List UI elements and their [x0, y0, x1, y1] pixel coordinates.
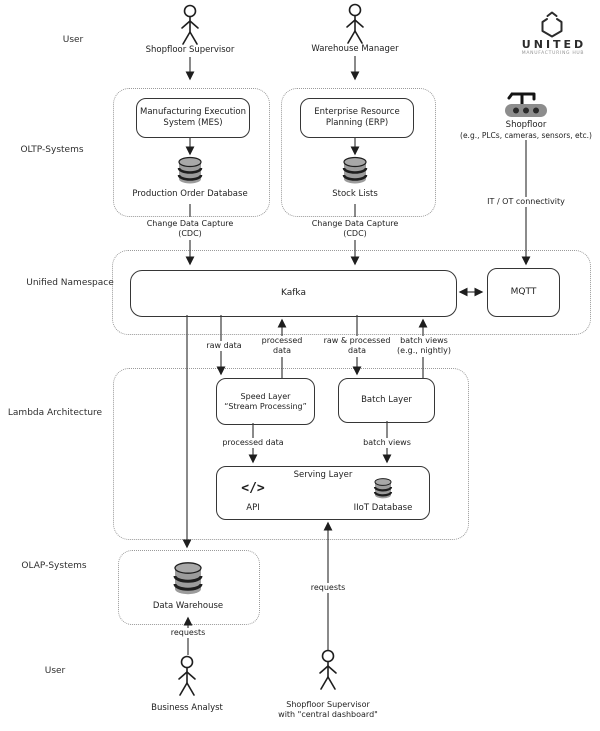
shopfloor-title: Shopfloor	[505, 120, 547, 130]
business-analyst-figure	[178, 655, 196, 696]
unified-namespace-group	[112, 250, 591, 335]
batch-views-line2: (e.g., nightly)	[397, 346, 451, 356]
speed-layer-line2: “Stream Processing”	[224, 401, 307, 411]
kafka-node: Kafka	[130, 270, 457, 317]
raw-data-label: raw data	[203, 341, 245, 352]
api-label: API	[246, 503, 260, 513]
olap-group	[118, 550, 260, 625]
cdc-right-line2: (CDC)	[343, 229, 367, 239]
dashboard-supervisor-line1: Shopfloor Supervisor	[286, 700, 370, 709]
requests-right-label: requests	[307, 583, 349, 594]
section-unified-namespace: Unified Namespace	[26, 278, 114, 288]
it-ot-connectivity-label: IT / OT connectivity	[484, 197, 568, 208]
raw-processed-line1: raw & processed	[323, 336, 391, 345]
api-code-icon: </>	[241, 481, 265, 496]
dashboard-supervisor-label: Shopfloor Supervisor with "central dashb…	[278, 700, 378, 721]
stock-lists-label: Stock Lists	[332, 189, 378, 199]
logo-title: UNITED	[521, 38, 587, 51]
batch-views-nightly-label: batch views (e.g., nightly)	[394, 336, 454, 357]
raw-processed-line2: data	[347, 346, 367, 356]
speed-layer-line1: Speed Layer	[240, 391, 291, 401]
serving-layer-label: Serving Layer	[293, 470, 353, 480]
mes-label-line2: System (MES)	[163, 118, 223, 128]
shopfloor-supervisor-label: Shopfloor Supervisor	[145, 45, 235, 55]
processed-data-label: processed data	[258, 336, 306, 357]
erp-label-line1: Enterprise Resource	[314, 107, 400, 118]
processed-line1: processed	[261, 336, 303, 345]
erp-label-line2: Planning (ERP)	[325, 118, 389, 128]
cdc-right-line1: Change Data Capture	[311, 219, 399, 228]
business-analyst-label: Business Analyst	[151, 703, 223, 713]
mes-label-line1: Manufacturing Execution	[140, 107, 246, 118]
batch-layer-node: Batch Layer	[338, 378, 435, 423]
batch-views-label: batch views	[360, 438, 414, 449]
raw-processed-label: raw & processed data	[320, 336, 394, 357]
batch-views-line1: batch views	[400, 336, 448, 345]
erp-node: Enterprise Resource Planning (ERP)	[300, 98, 414, 138]
section-user-top: User	[62, 35, 84, 45]
cdc-left-label: Change Data Capture (CDC)	[147, 219, 234, 240]
warehouse-manager-label: Warehouse Manager	[311, 44, 399, 54]
kafka-label: Kafka	[281, 287, 306, 298]
lambda-architecture-group	[113, 368, 469, 540]
cdc-right-label: Change Data Capture (CDC)	[312, 219, 399, 240]
requests-left-label: requests	[167, 628, 209, 639]
serving-layer-node: Serving Layer	[216, 466, 430, 520]
data-warehouse-label: Data Warehouse	[152, 601, 224, 611]
shopfloor-robot-icon	[505, 92, 547, 117]
mqtt-label: MQTT	[510, 286, 537, 297]
section-oltp: OLTP-Systems	[20, 145, 84, 155]
section-user-bottom: User	[44, 666, 66, 676]
shopfloor-supervisor-figure	[181, 4, 199, 45]
section-olap: OLAP-Systems	[21, 561, 87, 571]
processed-line2: data	[272, 346, 292, 356]
dashboard-supervisor-figure	[319, 649, 337, 690]
shopfloor-subtitle: (e.g., PLCs, cameras, sensors, etc.)	[460, 131, 592, 140]
speed-layer-node: Speed Layer “Stream Processing”	[216, 378, 315, 425]
oltp-group-erp	[281, 88, 436, 217]
iiot-database-label: IIoT Database	[353, 503, 413, 513]
batch-layer-label: Batch Layer	[361, 395, 412, 406]
warehouse-manager-figure	[346, 3, 364, 44]
mes-node: Manufacturing Execution System (MES)	[136, 98, 250, 138]
dashboard-supervisor-line2: with "central dashboard"	[278, 710, 378, 720]
processed-data-full-label: processed data	[219, 438, 287, 449]
production-order-database-label: Production Order Database	[132, 189, 248, 199]
logo-tagline: MANUFACTURING HUB	[521, 51, 585, 56]
oltp-group-mes	[113, 88, 270, 217]
mqtt-node: MQTT	[487, 268, 560, 317]
umh-logo-icon	[541, 11, 563, 38]
cdc-left-line2: (CDC)	[178, 229, 202, 239]
section-lambda: Lambda Architecture	[7, 408, 103, 418]
cdc-left-line1: Change Data Capture	[146, 219, 234, 228]
